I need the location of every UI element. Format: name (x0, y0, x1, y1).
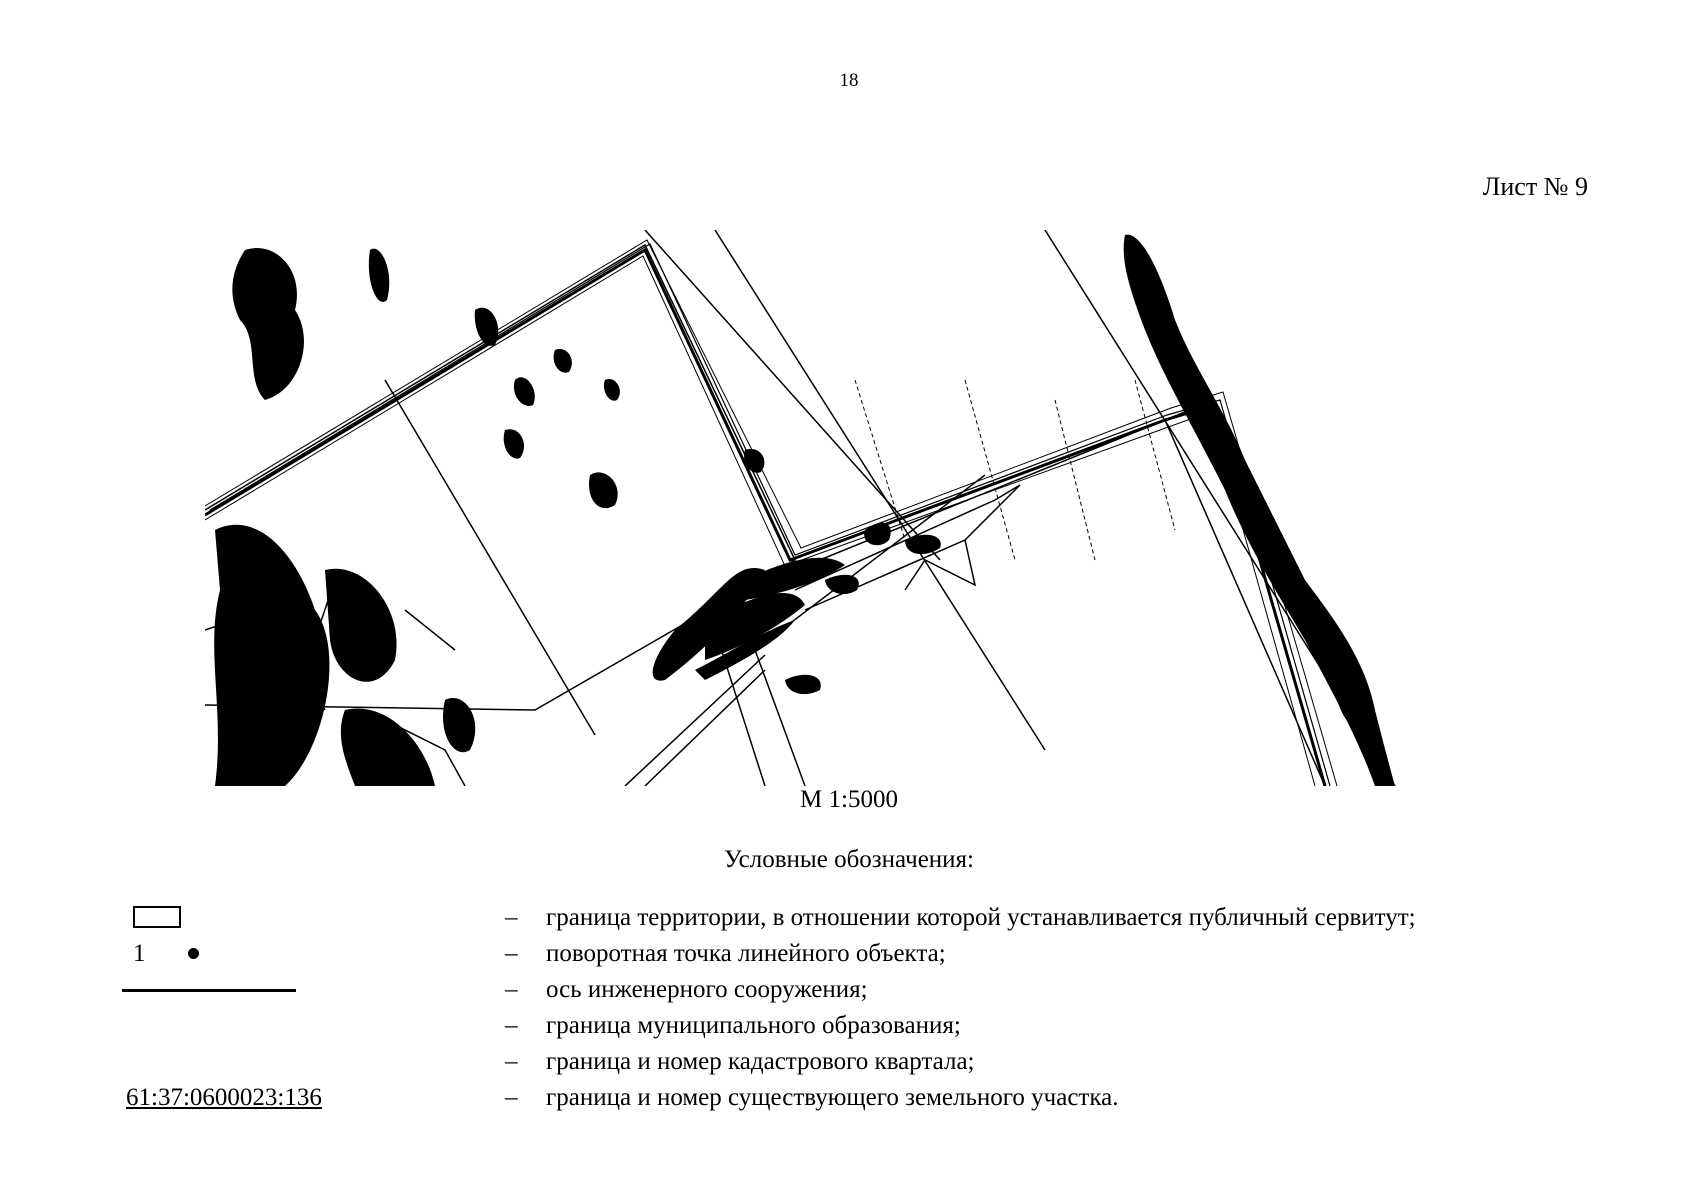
legend-dash: – (505, 904, 518, 931)
legend-symbol (120, 900, 380, 936)
legend-row-axis: – ось инженерного сооружения; (0, 972, 1698, 1008)
legend-text: граница и номер существующего земельного… (546, 1084, 1119, 1111)
legend-symbol: 61:37:0600023:136 (120, 1080, 380, 1116)
vegetation-layer (214, 234, 1395, 786)
legend-text: ось инженерного сооружения; (546, 976, 868, 1003)
legend: – граница территории, в отношении которо… (0, 900, 1698, 1120)
map-svg (205, 230, 1396, 786)
parcel-number-label: 61:37:0600023:136 (126, 1084, 322, 1111)
legend-text: граница территории, в отношении которой … (546, 904, 1416, 931)
rectangle-outline-icon (133, 906, 181, 928)
legend-dash: – (505, 1048, 518, 1075)
boundary-lines (205, 230, 1396, 786)
point-dot-icon (188, 948, 199, 959)
legend-row-municipal: – граница муниципального образования; (0, 1008, 1698, 1044)
legend-symbol: 1 (120, 936, 380, 972)
legend-row-cadastral: – граница и номер кадастрового квартала; (0, 1044, 1698, 1080)
sheet-label: Лист № 9 (1482, 172, 1588, 201)
map-scale: М 1:5000 (800, 786, 898, 813)
engineering-axis (205, 243, 1331, 786)
legend-row-easement: – граница территории, в отношении которо… (0, 900, 1698, 936)
legend-text: поворотная точка линейного объекта; (546, 940, 946, 967)
point-number: 1 (133, 940, 146, 967)
legend-row-parcel: 61:37:0600023:136 – граница и номер суще… (0, 1080, 1698, 1116)
parcel-edges (854, 379, 1176, 561)
legend-dash: – (505, 976, 518, 1003)
thick-line-icon (122, 989, 296, 992)
legend-text: граница муниципального образования; (546, 1012, 961, 1039)
map-panel (205, 230, 1505, 786)
legend-title: Условные обозначения: (723, 846, 975, 873)
legend-dash: – (505, 940, 518, 967)
page-number: 18 (839, 70, 859, 91)
legend-row-point: 1 – поворотная точка линейного объекта; (0, 936, 1698, 972)
legend-dash: – (505, 1084, 518, 1111)
legend-text: граница и номер кадастрового квартала; (546, 1048, 975, 1075)
legend-symbol (120, 972, 380, 1008)
easement-boundary (205, 239, 1338, 786)
legend-dash: – (505, 1012, 518, 1039)
